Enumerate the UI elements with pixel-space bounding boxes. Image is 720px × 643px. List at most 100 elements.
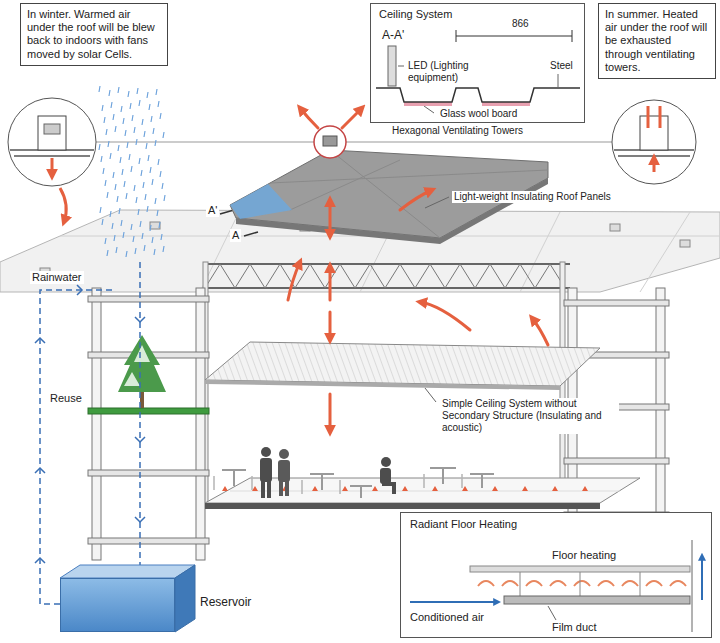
box-text: Floor heating [551,549,617,562]
box-heading: In summer. Heated air under the roof wil… [605,8,709,74]
floor-slab [205,478,640,503]
rainwater-drop [152,237,153,243]
rainwater-drop [115,184,116,190]
airflow-arrow [329,394,332,432]
person [261,480,265,498]
rainwater-drop [134,127,135,133]
leader-line [425,197,449,402]
airflow-arrow [329,266,332,300]
leader-line [96,142,612,143]
reservoir-tank [60,565,195,632]
inset-circle [640,116,668,150]
inset-circle [8,98,96,186]
rainwater-drop [105,238,106,244]
rainwater-drop [127,142,128,148]
rainwater-drop [139,100,140,106]
rainwater-drop [163,246,164,252]
floor-slab [402,486,408,491]
inset-circle [44,124,60,134]
rainwater-drop [142,119,143,125]
inset-circle [314,126,346,158]
rainwater-drop [164,195,165,201]
rainwater-drop [149,104,150,110]
rainwater-drop [115,126,116,132]
leader-line [96,142,612,143]
roof-panel [230,184,292,219]
airflow-arrow [288,108,548,432]
rainwater-drop [144,245,145,251]
rainwater-drop [126,251,127,257]
ceiling-panel [205,380,560,390]
person [380,468,391,484]
floor-heating-section [470,566,690,572]
floor-slab [342,486,348,491]
rainwater-drop [147,206,148,212]
rainwater-drop [163,132,164,138]
tower-left [196,288,205,560]
floor-heating-box: Radiant Floor HeatingFloor heatingCondit… [400,512,712,638]
rainwater-drop [152,179,153,185]
airflow-arrow [288,262,300,300]
tower-left [88,408,209,414]
rainwater-drop [117,196,118,202]
person [279,449,289,459]
person [267,480,271,498]
floor-heating-section [400,512,712,638]
airflow-arrow [300,108,318,128]
rainwater-drop [109,90,110,96]
rainwater-drop [118,87,119,93]
floor-slab [462,486,468,491]
rainwater-drop [132,115,133,121]
inset-circle [614,150,694,156]
floor-slab [522,486,528,491]
person [260,447,394,498]
ceiling-panel [205,342,600,386]
floor-heating-section [410,601,498,603]
callout-label: Rainwater [30,271,84,284]
box-text: Steel [549,60,574,72]
person [278,460,290,482]
person [382,484,394,494]
ceiling-section [370,3,585,123]
person [261,447,271,457]
rainwater-drop [102,105,103,111]
person [381,457,391,467]
person [260,458,272,482]
rainwater-drop [148,155,149,161]
airflow-arrow [342,108,362,128]
floor-slab [205,503,600,509]
rainwater-drop [142,233,143,239]
rainwater-drop [133,236,134,242]
rainwater-drop [141,170,142,176]
rainwater-drop [154,249,155,255]
rainwater-drop [110,211,111,217]
rainwater-drop [113,114,114,120]
floor-slab [552,486,558,491]
floor-heating-section [504,596,690,604]
section-mark: A [230,229,241,242]
rainwater-drop [138,209,139,215]
box-heading: Reservoir [200,595,251,609]
rainwater-drop [118,145,119,151]
water-pipe [40,290,112,604]
box-text: LED (Lighting equipment) [407,60,509,84]
rainwater-drop [120,157,121,163]
floor-slab [205,478,640,509]
ceiling-section [376,88,580,102]
water-pipe [139,262,141,566]
rainwater-drop [102,219,103,225]
rainwater-drop [153,128,154,134]
inset-circle [38,116,66,150]
rainwater-drop [161,234,162,240]
rainwater-drop [126,193,127,199]
rainwater-drop [162,183,163,189]
tower-right [656,288,665,542]
rainwater-drop [144,131,145,137]
ceiling-panel [205,342,600,390]
leader-line [425,197,449,208]
rainwater-drop [156,89,157,95]
floor-slab [582,486,588,491]
floor-slab [222,486,228,491]
